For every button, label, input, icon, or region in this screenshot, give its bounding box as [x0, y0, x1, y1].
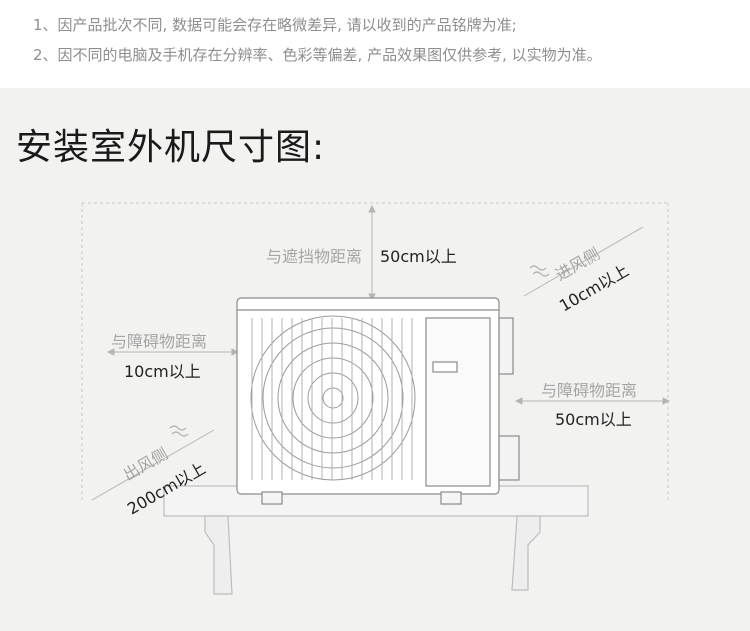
left-obstacle-label: 与障碍物距离 — [111, 332, 208, 351]
airflow-wave-icons — [169, 265, 550, 437]
right-distance-label: 50cm以上 — [555, 410, 632, 429]
installation-diagram — [81, 202, 671, 595]
top-distance-label: 50cm以上 — [380, 247, 457, 266]
left-distance-label: 10cm以上 — [124, 362, 201, 381]
page-title: 安装室外机尺寸图: — [16, 127, 326, 168]
note-line-1: 1、因产品批次不同, 数据可能会存在略微差异, 请以收到的产品铭牌为准; — [33, 16, 517, 34]
dimension-arrows — [91, 204, 671, 501]
grille-bars — [251, 318, 413, 480]
mounting-stand — [163, 485, 589, 595]
notes-panel: 1、因产品批次不同, 数据可能会存在略微差异, 请以收到的产品铭牌为准; 2、因… — [0, 0, 750, 88]
fan-grille — [250, 315, 416, 481]
clearance-outline — [81, 202, 669, 500]
top-obstacle-label: 与遮挡物距离 — [266, 247, 363, 266]
right-obstacle-label: 与障碍物距离 — [541, 381, 638, 400]
note-line-2: 2、因不同的电脑及手机存在分辨率、色彩等偏差, 产品效果图仅供参考, 以实物为准… — [33, 46, 602, 64]
